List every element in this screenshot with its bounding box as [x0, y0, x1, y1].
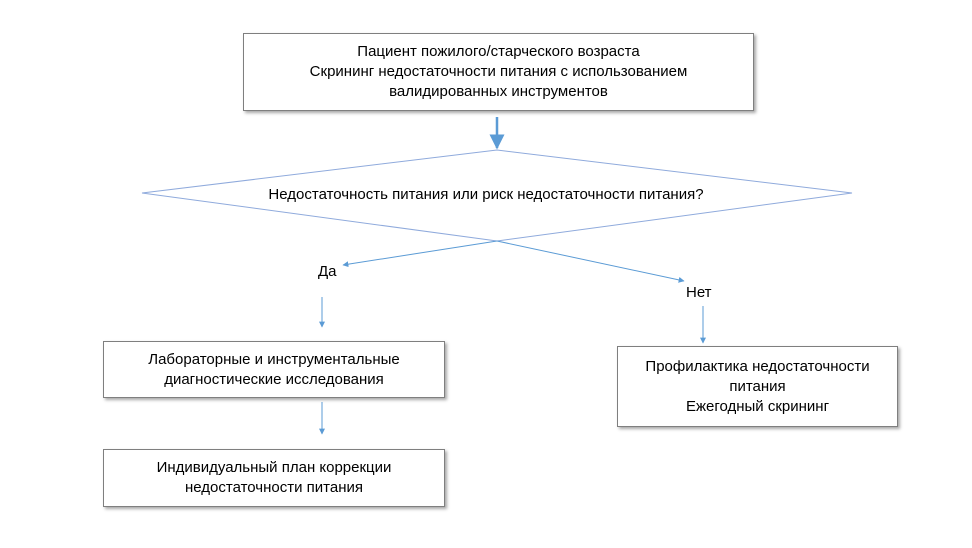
prevention-box: Профилактика недостаточности питания Еже…: [617, 346, 898, 427]
prevention-box-line-3: Ежегодный скрининг: [685, 397, 830, 415]
correction-plan-line-2: недостаточности питания: [184, 479, 363, 496]
correction-plan-line-1: Индивидуальный план коррекции: [156, 459, 392, 476]
no-label: Нет: [686, 284, 712, 301]
prevention-box-line-2: питания: [729, 377, 786, 395]
correction-plan-box: Индивидуальный план коррекции недостаточ…: [103, 449, 445, 507]
start-box-line-2: Скрининг недостаточности питания с испол…: [309, 63, 688, 80]
start-box-line-1: Пациент пожилого/старческого возраста: [357, 43, 640, 60]
prevention-box-line-1: Профилактика недостаточности: [645, 357, 870, 375]
decision-diamond: [141, 149, 853, 242]
arrow-decision-to-no: [496, 240, 685, 283]
yes-label: Да: [318, 263, 337, 280]
start-box-line-3: валидированных инструментов: [389, 83, 608, 100]
diagnostics-box-line-1: Лабораторные и инструментальные: [148, 350, 400, 368]
decision-question: Недостаточность питания или риск недоста…: [268, 186, 704, 203]
start-box: Пациент пожилого/старческого возраста Ск…: [243, 33, 754, 111]
diagnostics-box-line-2: диагностические исследования: [164, 370, 384, 388]
diagnostics-box: Лабораторные и инструментальные диагност…: [103, 341, 445, 398]
arrow-decision-to-yes: [342, 240, 498, 268]
